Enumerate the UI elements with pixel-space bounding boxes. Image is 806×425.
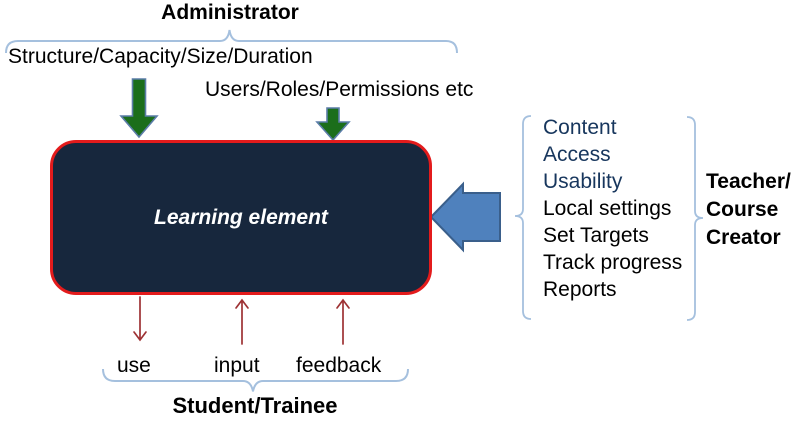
input-flow-label: input: [214, 354, 260, 377]
list-item: Usability: [543, 170, 623, 193]
teacher-list-bracket-left: [514, 115, 532, 320]
administrator-heading: Administrator: [161, 1, 299, 24]
list-item: Track progress: [543, 251, 683, 274]
list-item: Reports: [543, 278, 617, 301]
structure-down-arrow: [119, 78, 159, 139]
student-brace: [102, 368, 409, 392]
feedback-up-arrow: [336, 298, 350, 345]
input-up-arrow: [235, 298, 249, 345]
use-down-arrow: [133, 296, 147, 342]
learning-element-label: Learning element: [154, 205, 328, 229]
users-roles-label: Users/Roles/Permissions etc: [205, 78, 474, 101]
student-trainee-heading: Student/Trainee: [172, 393, 338, 418]
teacher-left-arrow: [429, 181, 501, 253]
use-flow-label: use: [117, 354, 151, 377]
list-item: Content: [543, 116, 617, 139]
teacher-role-line: Teacher/: [706, 170, 791, 193]
learning-element-box: Learning element: [50, 140, 432, 295]
teacher-role-label: Teacher/ Course Creator: [706, 168, 791, 252]
administrator-brace: [5, 29, 458, 54]
teacher-role-line: Course: [706, 198, 779, 221]
structure-settings-label: Structure/Capacity/Size/Duration: [8, 45, 313, 68]
feedback-flow-label: feedback: [296, 354, 382, 377]
users-down-arrow: [315, 107, 351, 142]
teacher-activity-list: Content Access Usability Local settings …: [543, 114, 682, 303]
list-item: Set Targets: [543, 224, 649, 247]
list-item: Access: [543, 143, 611, 166]
teacher-list-bracket-right: [686, 116, 704, 321]
list-item: Local settings: [543, 197, 672, 220]
teacher-role-line: Creator: [706, 226, 781, 249]
